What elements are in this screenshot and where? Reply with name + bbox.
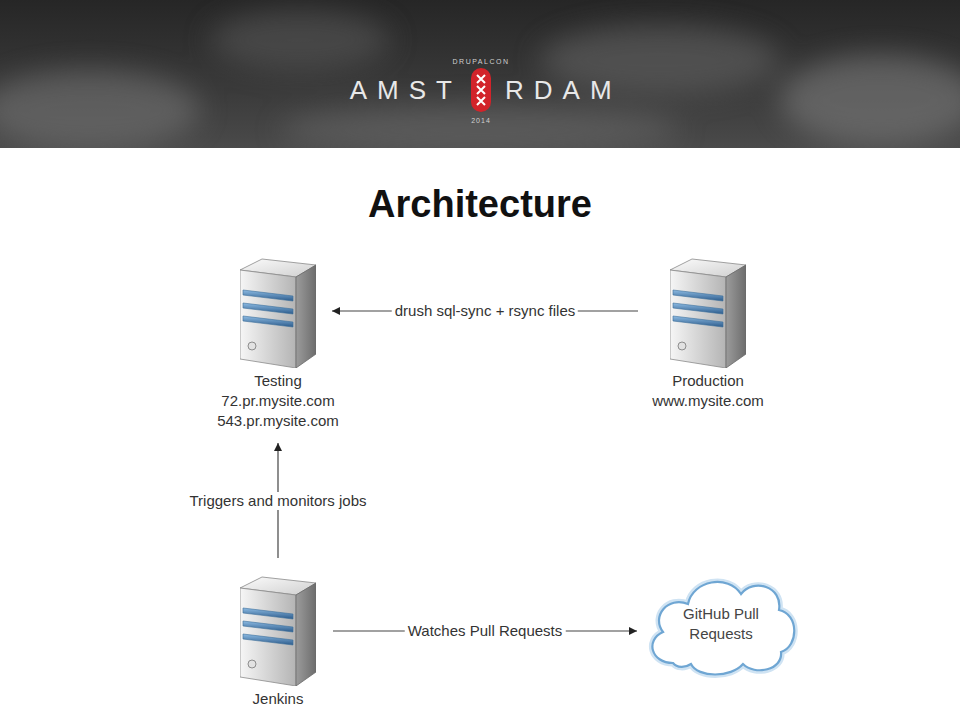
server-node: Jenkins (228, 574, 328, 709)
server-icon (240, 256, 316, 368)
node-name: GitHub Pull Requests (666, 604, 776, 644)
node-name: Jenkins (253, 689, 304, 709)
logo-text: 2014 (471, 117, 491, 124)
server-node: Productionwww.mysite.com (658, 256, 758, 411)
edge-label: Watches Pull Requests (405, 622, 566, 640)
edge-label: Triggers and monitors jobs (186, 492, 369, 510)
banner-blur (0, 10, 960, 148)
cloud-node: GitHub Pull Requests (643, 568, 799, 680)
node-host: www.mysite.com (652, 391, 764, 411)
node-host: 543.pr.mysite.com (217, 411, 339, 431)
logo-drop (471, 68, 491, 112)
edge-label: drush sql-sync + rsync files (392, 302, 578, 320)
server-icon (240, 574, 316, 686)
logo-crosses (477, 75, 485, 105)
header-banner (0, 0, 960, 148)
server-icon (670, 256, 746, 368)
node-name: Production (672, 371, 744, 391)
server-node: Testing72.pr.mysite.com543.pr.mysite.com (228, 256, 328, 431)
logo-text: RDAM (505, 75, 622, 106)
slide-title: Architecture (0, 180, 960, 228)
logo-text: DRUPALCON (453, 58, 510, 65)
logo-text: AMST (350, 75, 462, 106)
cloud-shape (643, 568, 799, 680)
node-host: 72.pr.mysite.com (221, 391, 334, 411)
node-name: Testing (254, 371, 302, 391)
